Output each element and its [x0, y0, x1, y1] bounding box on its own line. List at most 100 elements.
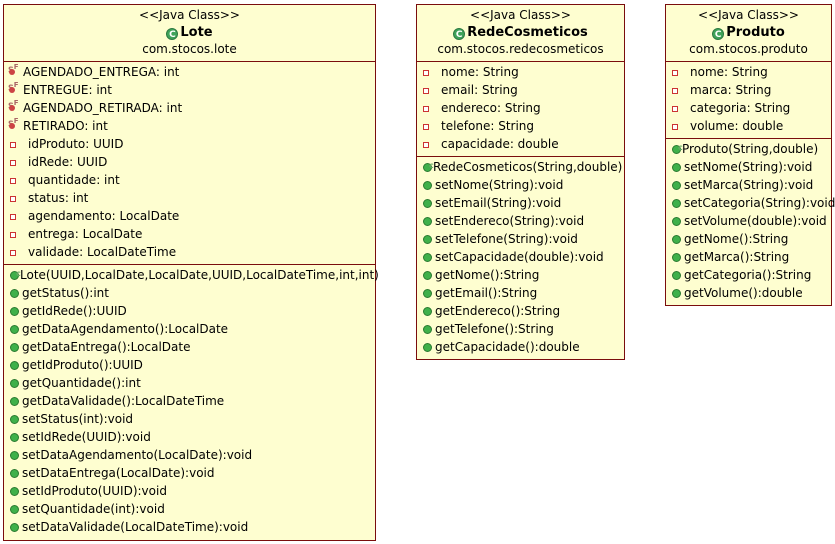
public-method[interactable]: setIdRede(UUID):void [4, 428, 375, 446]
private-field-icon [423, 88, 429, 94]
public-method-icon [672, 235, 681, 244]
class-stereotype: <<Java Class>> [470, 8, 571, 22]
private-field[interactable]: email: String [417, 81, 624, 99]
public-method-icon [10, 379, 19, 388]
constant-field-label: AGENDADO_RETIRADA: int [23, 101, 183, 115]
constant-field[interactable]: SFAGENDADO_RETIRADA: int [4, 99, 375, 117]
operations-section: RedeCosmeticos(String,double)setNome(Str… [417, 157, 624, 359]
public-method-icon [423, 325, 432, 334]
public-method-icon [423, 181, 432, 190]
private-field[interactable]: validade: LocalDateTime [4, 243, 375, 261]
public-method[interactable]: getTelefone():String [417, 320, 624, 338]
private-field[interactable]: idRede: UUID [4, 153, 375, 171]
public-method-icon [423, 307, 432, 316]
method-label: getQuantidade():int [22, 376, 141, 390]
constructor[interactable]: Lote(UUID,LocalDate,LocalDate,UUID,Local… [4, 265, 379, 284]
private-field[interactable]: quantidade: int [4, 171, 375, 189]
private-field[interactable]: nome: String [666, 63, 831, 81]
private-field[interactable]: categoria: String [666, 99, 831, 117]
constant-field[interactable]: SFAGENDADO_ENTREGA: int [4, 63, 375, 81]
class-box-lote[interactable]: <<Java Class>>CLotecom.stocos.loteSFAGEN… [3, 4, 379, 541]
public-method[interactable]: setEndereco(String):void [417, 212, 624, 230]
constant-field[interactable]: SFRETIRADO: int [4, 117, 375, 135]
public-method-icon [10, 487, 19, 496]
method-label: setNome(String):void [684, 160, 813, 174]
private-field[interactable]: endereco: String [417, 99, 624, 117]
private-field[interactable]: status: int [4, 189, 375, 207]
private-field[interactable]: entrega: LocalDate [4, 225, 375, 243]
private-field[interactable]: idProduto: UUID [4, 135, 375, 153]
public-method[interactable]: getStatus():int [4, 284, 375, 302]
public-method[interactable]: setTelefone(String):void [417, 230, 624, 248]
public-method[interactable]: setDataValidade(LocalDateTime):void [4, 518, 375, 536]
field-label: telefone: String [441, 119, 535, 133]
public-method[interactable]: getDataValidade():LocalDateTime [4, 392, 375, 410]
public-method[interactable]: getNome():String [666, 230, 831, 248]
public-method[interactable]: setDataEntrega(LocalDate):void [4, 464, 375, 482]
constructor-icon [672, 139, 683, 157]
method-label: getMarca():String [684, 250, 790, 264]
public-method[interactable]: getCategoria():String [666, 266, 831, 284]
class-icon: C [453, 28, 466, 40]
field-label: status: int [28, 191, 89, 205]
field-label: agendamento: LocalDate [28, 209, 180, 223]
class-icon: C [712, 28, 725, 40]
private-field-icon [672, 106, 678, 112]
method-label: setMarca(String):void [684, 178, 814, 192]
public-method[interactable]: getDataAgendamento():LocalDate [4, 320, 375, 338]
method-label: getNome():String [684, 232, 789, 246]
constructor[interactable]: RedeCosmeticos(String,double) [417, 157, 624, 176]
public-method[interactable]: getNome():String [417, 266, 624, 284]
field-label: quantidade: int [28, 173, 120, 187]
public-method[interactable]: getEmail():String [417, 284, 624, 302]
class-name: Produto [726, 25, 785, 40]
method-label: getDataAgendamento():LocalDate [22, 322, 229, 336]
public-method[interactable]: setQuantidade(int):void [4, 500, 375, 518]
private-field[interactable]: capacidade: double [417, 135, 624, 153]
public-method-icon [10, 289, 19, 298]
public-method-icon [10, 307, 19, 316]
method-label: getEndereco():String [435, 304, 561, 318]
private-field[interactable]: volume: double [666, 117, 831, 135]
private-field[interactable]: agendamento: LocalDate [4, 207, 375, 225]
public-method-icon [423, 253, 432, 262]
public-method[interactable]: setVolume(double):void [666, 212, 831, 230]
public-method[interactable]: getIdRede():UUID [4, 302, 375, 320]
private-field-icon [423, 106, 429, 112]
method-label: setIdProduto(UUID):void [22, 484, 167, 498]
public-method[interactable]: getDataEntrega():LocalDate [4, 338, 375, 356]
public-method[interactable]: getCapacidade():double [417, 338, 624, 356]
public-method[interactable]: getIdProduto():UUID [4, 356, 375, 374]
private-field[interactable]: telefone: String [417, 117, 624, 135]
public-method-icon [672, 271, 681, 280]
public-method[interactable]: getQuantidade():int [4, 374, 375, 392]
method-label: setCapacidade(double):void [435, 250, 604, 264]
public-method[interactable]: setNome(String):void [417, 176, 624, 194]
public-method[interactable]: setNome(String):void [666, 158, 831, 176]
public-method[interactable]: setEmail(String):void [417, 194, 624, 212]
public-method[interactable]: setCapacidade(double):void [417, 248, 624, 266]
private-field-icon [672, 124, 678, 130]
public-method[interactable]: setMarca(String):void [666, 176, 831, 194]
constant-field[interactable]: SFENTREGUE: int [4, 81, 375, 99]
public-method[interactable]: setCategoria(String):void [666, 194, 835, 212]
field-label: volume: double [690, 119, 784, 133]
public-method[interactable]: setDataAgendamento(LocalDate):void [4, 446, 375, 464]
private-field-icon [10, 250, 16, 256]
private-field[interactable]: nome: String [417, 63, 624, 81]
constructor-icon [423, 157, 434, 175]
private-field[interactable]: marca: String [666, 81, 831, 99]
class-icon: C [166, 28, 179, 40]
constructor[interactable]: Produto(String,double) [666, 139, 831, 158]
public-method[interactable]: getVolume():double [666, 284, 831, 302]
public-method[interactable]: getEndereco():String [417, 302, 624, 320]
public-method-icon [423, 217, 432, 226]
public-method[interactable]: setIdProduto(UUID):void [4, 482, 375, 500]
public-method[interactable]: getMarca():String [666, 248, 831, 266]
private-field-icon [10, 178, 16, 184]
public-method[interactable]: setStatus(int):void [4, 410, 375, 428]
